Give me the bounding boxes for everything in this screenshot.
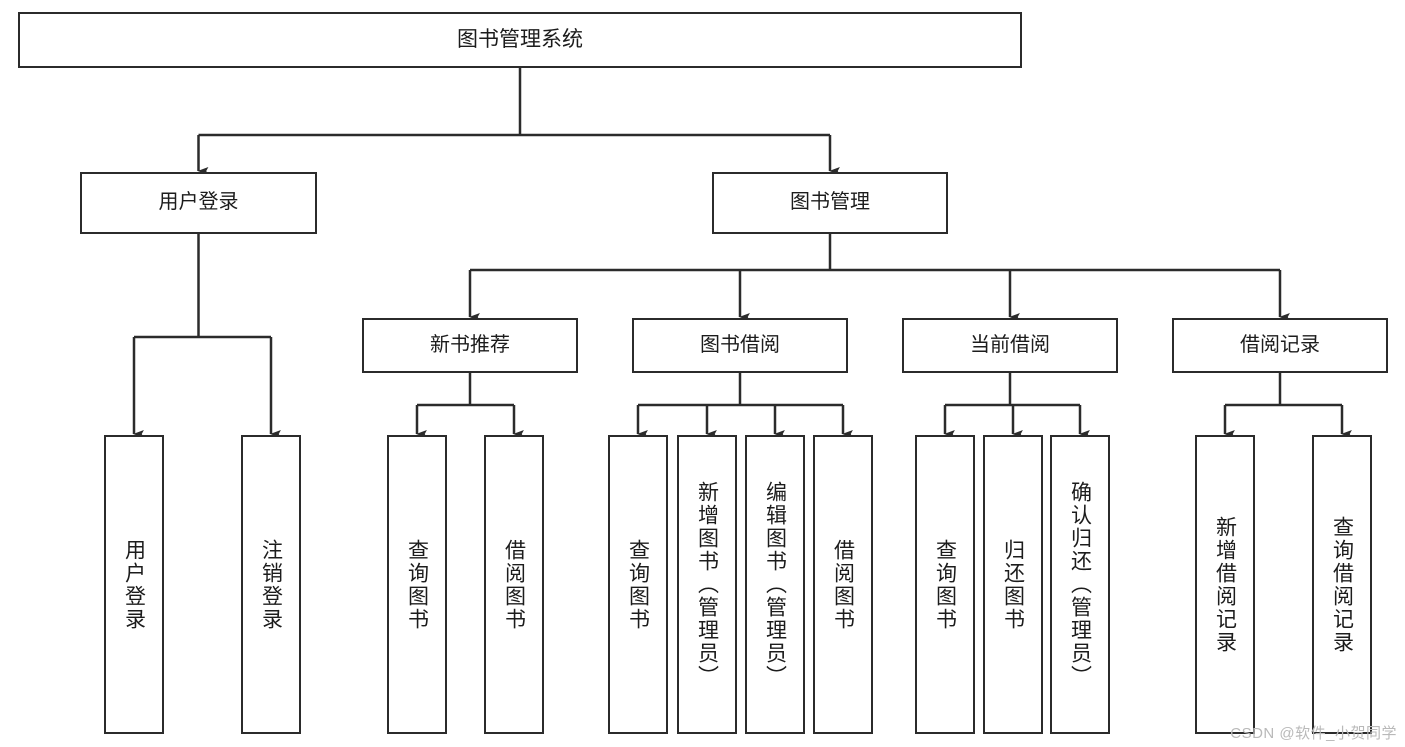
node-l3-borrow[interactable]: 图书借阅 [632,318,848,373]
node-f-bor3[interactable]: 编辑图书（管理员） [745,435,805,734]
node-label: 用户登录 [158,191,239,214]
node-f-rec2[interactable]: 查询借阅记录 [1312,435,1372,734]
node-l3-cur[interactable]: 当前借阅 [902,318,1118,373]
node-root[interactable]: 图书管理系统 [18,12,1022,68]
node-f-bor1[interactable]: 查询图书 [608,435,668,734]
node-label: 注销登录 [259,538,283,631]
node-label: 借阅记录 [1240,333,1320,356]
node-label: 图书借阅 [700,333,780,356]
node-label: 借阅图书 [831,538,855,631]
node-f-login2[interactable]: 注销登录 [241,435,301,734]
node-label: 查询图书 [405,538,429,631]
node-label: 新增借阅记录 [1213,515,1237,654]
node-label: 编辑图书（管理员） [763,481,787,688]
node-f-bor2[interactable]: 新增图书（管理员） [677,435,737,734]
node-label: 查询图书 [626,538,650,631]
node-label: 图书管理系统 [457,27,583,51]
node-label: 查询图书 [933,538,957,631]
watermark: CSDN @软件_小贺同学 [1230,725,1397,742]
node-f-rec1[interactable]: 新增借阅记录 [1195,435,1255,734]
node-label: 新书推荐 [430,333,510,356]
node-l2-book[interactable]: 图书管理 [712,172,948,234]
node-label: 借阅图书 [502,538,526,631]
node-f-cur2[interactable]: 归还图书 [983,435,1043,734]
node-label: 确认归还（管理员） [1068,481,1092,688]
node-label: 图书管理 [790,191,870,214]
node-f-cur3[interactable]: 确认归还（管理员） [1050,435,1110,734]
node-f-new1[interactable]: 查询图书 [387,435,447,734]
node-f-cur1[interactable]: 查询图书 [915,435,975,734]
node-label: 新增图书（管理员） [695,481,719,688]
node-f-bor4[interactable]: 借阅图书 [813,435,873,734]
node-l2-login[interactable]: 用户登录 [80,172,317,234]
node-f-new2[interactable]: 借阅图书 [484,435,544,734]
node-label: 用户登录 [122,538,146,631]
node-l3-new[interactable]: 新书推荐 [362,318,578,373]
node-label: 查询借阅记录 [1330,515,1354,654]
node-label: 当前借阅 [970,333,1050,356]
node-l3-rec[interactable]: 借阅记录 [1172,318,1388,373]
node-f-login1[interactable]: 用户登录 [104,435,164,734]
node-label: 归还图书 [1001,538,1025,631]
